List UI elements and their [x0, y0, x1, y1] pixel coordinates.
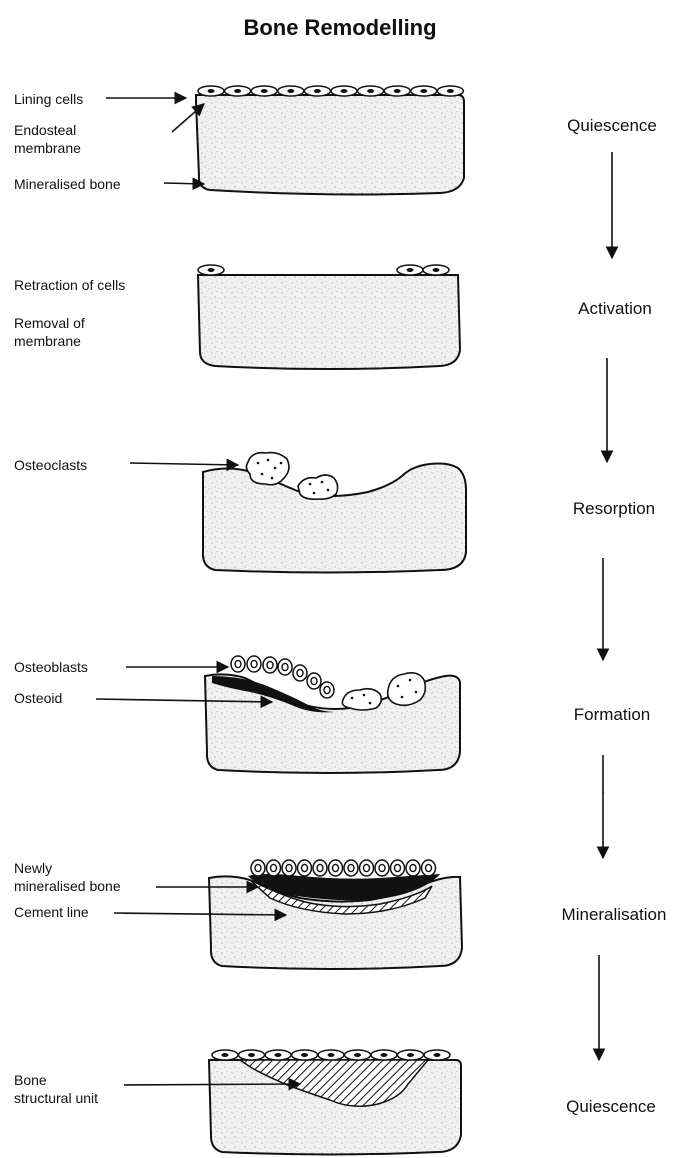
osteoblast-icon — [307, 673, 321, 689]
osteoblast-icon — [251, 860, 265, 876]
osteoblast-icon — [360, 860, 374, 876]
osteoclast-icon — [342, 689, 381, 710]
lining-cell-icon — [278, 86, 304, 96]
osteoblast-icon — [313, 860, 327, 876]
lining-cell-icon — [411, 86, 437, 96]
pointer-arrow — [164, 183, 204, 184]
osteoblast-icon — [298, 860, 312, 876]
lining-cell-icon — [198, 265, 224, 275]
osteoblast-icon — [231, 656, 245, 672]
panel-mineralisation: Newly mineralised bone Cement line Miner… — [14, 860, 666, 969]
label-mineralised-bone: Mineralised bone — [14, 176, 121, 192]
osteoblast-icon — [329, 860, 343, 876]
bone-block — [198, 275, 460, 369]
label-membrane: membrane — [14, 140, 81, 156]
osteoblast-icon — [278, 659, 292, 675]
label-cement-line: Cement line — [14, 904, 89, 920]
pointer-arrow — [124, 1084, 300, 1085]
osteoblast-icon — [375, 860, 389, 876]
diagram-title: Bone Remodelling — [243, 15, 436, 40]
label-lining-cells: Lining cells — [14, 91, 83, 107]
panel-quiescence-final: Bone structural unit Quiescence — [14, 1050, 656, 1155]
osteoblast-row — [251, 860, 436, 876]
lining-cell-icon — [251, 86, 277, 96]
pointer-arrow — [130, 463, 238, 465]
label-structural-unit: structural unit — [14, 1090, 98, 1106]
panel-formation: Osteoblasts Osteoid Formation — [14, 656, 650, 773]
lining-cell-icon — [424, 1050, 450, 1060]
label-osteoid: Osteoid — [14, 690, 62, 706]
osteoclast-icon — [246, 453, 289, 485]
osteoblast-icon — [282, 860, 296, 876]
lining-cell-icon — [292, 1050, 318, 1060]
stage-label-activation: Activation — [578, 299, 652, 318]
label-removal-of: Removal of — [14, 315, 85, 331]
lining-cell-icon — [212, 1050, 238, 1060]
lining-cell-row — [212, 1050, 450, 1060]
stage-label-mineralisation: Mineralisation — [562, 905, 667, 924]
lining-cell-icon — [318, 1050, 344, 1060]
lining-cell-icon — [331, 86, 357, 96]
lining-cell-row — [198, 265, 449, 275]
scan-speck: · — [601, 783, 606, 799]
lining-cell-icon — [345, 1050, 371, 1060]
label-osteoblasts: Osteoblasts — [14, 659, 88, 675]
osteoblast-icon — [422, 860, 436, 876]
lining-cell-icon — [198, 86, 224, 96]
panel-activation: Retraction of cells Removal of membrane … — [14, 265, 652, 369]
osteoblast-icon — [247, 656, 261, 672]
osteoblast-icon — [344, 860, 358, 876]
lining-cell-icon — [384, 86, 410, 96]
lining-cell-icon — [265, 1050, 291, 1060]
stage-label-quiescence: Quiescence — [567, 116, 657, 135]
osteoblast-icon — [391, 860, 405, 876]
lining-cell-icon — [358, 86, 384, 96]
osteoblast-icon — [320, 682, 334, 698]
lining-cell-icon — [371, 1050, 397, 1060]
label-retraction-of-cells: Retraction of cells — [14, 277, 125, 293]
stage-label-quiescence: Quiescence — [566, 1097, 656, 1116]
stage-label-formation: Formation — [574, 705, 651, 724]
osteoblast-icon — [293, 665, 307, 681]
lining-cell-icon — [397, 265, 423, 275]
bone-block — [196, 95, 464, 194]
lining-cell-icon — [225, 86, 251, 96]
lining-cell-icon — [304, 86, 330, 96]
osteoclast-icon — [388, 673, 426, 705]
osteoblast-icon — [406, 860, 420, 876]
label-osteoclasts: Osteoclasts — [14, 457, 87, 473]
label-bone: Bone — [14, 1072, 47, 1088]
osteoblast-icon — [267, 860, 281, 876]
lining-cell-icon — [398, 1050, 424, 1060]
label-membrane: membrane — [14, 333, 81, 349]
lining-cell-icon — [423, 265, 449, 275]
lining-cell-icon — [239, 1050, 265, 1060]
label-newly: Newly — [14, 860, 52, 876]
panel-quiescence: Lining cells Endosteal membrane Minerali… — [14, 86, 657, 194]
stage-label-resorption: Resorption — [573, 499, 655, 518]
label-mineralised-bone: mineralised bone — [14, 878, 121, 894]
lining-cell-icon — [437, 86, 463, 96]
osteoclast-icon — [298, 475, 338, 499]
osteoblast-icon — [263, 657, 277, 673]
panel-resorption: Osteoclasts Resorption — [14, 453, 655, 573]
label-endosteal: Endosteal — [14, 122, 76, 138]
